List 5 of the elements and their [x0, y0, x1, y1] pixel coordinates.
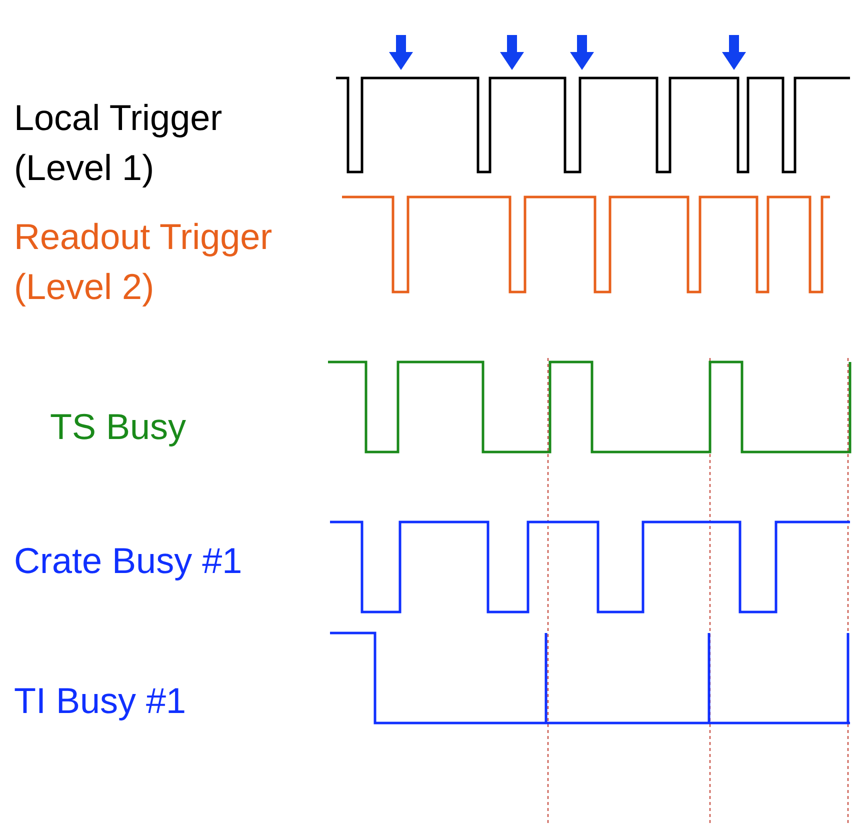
signal-label: TS Busy: [50, 405, 188, 449]
signal-label: Readout Trigger (Level 2): [14, 215, 274, 309]
signal-label: TI Busy #1: [14, 679, 188, 723]
signal-label: Local Trigger (Level 1): [14, 96, 224, 190]
signal-label: Crate Busy #1: [14, 539, 244, 583]
